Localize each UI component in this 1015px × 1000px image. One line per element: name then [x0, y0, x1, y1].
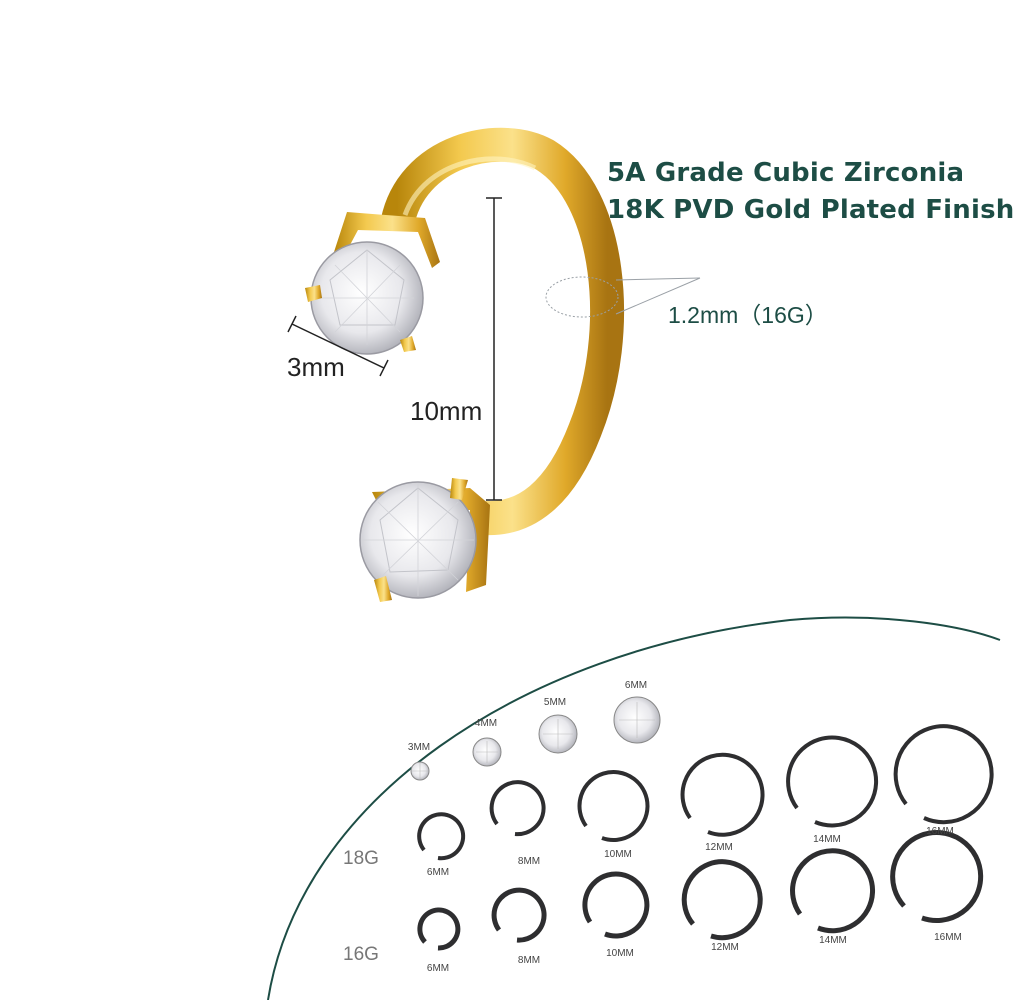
ring-size-label: 16MM [926, 826, 954, 837]
row-label-18g: 18G [343, 848, 379, 869]
gem-size-label: 3MM [407, 742, 431, 753]
ring-size-label: 16MM [934, 932, 962, 943]
ring-size-label: 10MM [604, 849, 632, 860]
horseshoe-ring [380, 127, 625, 536]
ring-size-label: 12MM [705, 842, 733, 853]
ring-size-label: 14MM [819, 935, 847, 946]
gem-size-label: 6MM [624, 680, 648, 691]
gem-width-label: 3mm [287, 352, 345, 382]
rings-18g [417, 724, 994, 861]
section-arc [267, 616, 1001, 1000]
ring-size-label: 8MM [517, 856, 541, 867]
row-label-16g: 16G [343, 944, 379, 965]
ring-size-label: 8MM [517, 955, 541, 966]
ring-height-label: 10mm [410, 396, 483, 426]
gem-size-label: 4MM [474, 718, 498, 729]
gem-size-samples [410, 696, 661, 781]
ring-size-label: 12MM [711, 942, 739, 953]
gem-size-label: 5MM [543, 697, 567, 708]
ring-size-label: 10MM [606, 948, 634, 959]
height-dimension-line [486, 197, 502, 501]
ring-size-label: 6MM [426, 963, 450, 974]
width-dimension-line [287, 315, 389, 377]
upper-gem [305, 212, 440, 355]
rings-16g [417, 830, 984, 951]
lower-gem [359, 478, 490, 602]
ring-size-label: 6MM [426, 867, 450, 878]
gauge-callout [545, 276, 701, 318]
headline-line-2: 18K PVD Gold Plated Finish [607, 195, 1015, 225]
headline-line-1: 5A Grade Cubic Zirconia [607, 158, 965, 188]
ring-size-label: 14MM [813, 834, 841, 845]
gauge-spec-label: 1.2mm（16G） [668, 302, 828, 328]
